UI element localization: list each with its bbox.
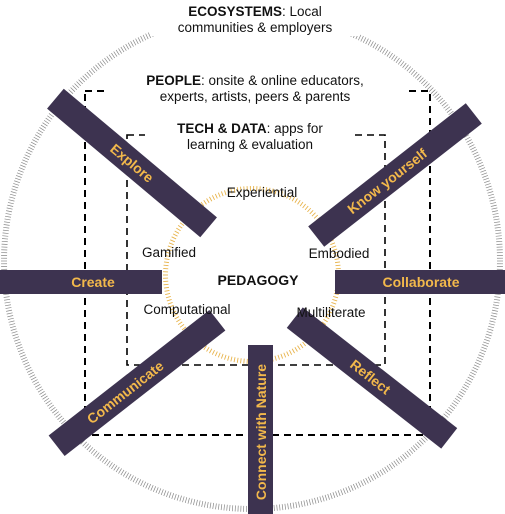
spoke-collaborate: Collaborate	[335, 270, 505, 294]
spoke-label-communicate: Communicate	[84, 357, 167, 427]
tech-desc-2: learning & evaluation	[186, 137, 314, 153]
people-desc-1: : onsite & online educators,	[200, 73, 364, 88]
spoke-connect-with-nature: Connect with Nature	[248, 345, 273, 514]
spoke-label-create: Create	[71, 274, 115, 290]
spoke-create: Create	[0, 270, 162, 294]
ecosystems-label: ECOSYSTEMS: Local communities & employer…	[150, 4, 360, 37]
pedagogy-experiential: Experiential	[227, 185, 298, 200]
ecosystems-desc-2: communities & employers	[177, 20, 333, 36]
pedagogy-computational: Computational	[143, 302, 230, 317]
ecosystems-desc-1: : Local	[282, 4, 322, 19]
people-title: PEOPLE	[146, 73, 201, 88]
spoke-label-connect-with-nature: Connect with Nature	[253, 364, 269, 500]
pedagogy-label: PEDAGOGY	[218, 272, 300, 288]
people-label: PEOPLE: onsite & online educators, exper…	[105, 73, 405, 106]
pedagogy-gamified: Gamified	[142, 245, 196, 260]
tech-label: TECH & DATA: apps for learning & evaluat…	[145, 121, 355, 154]
spoke-label-know-yourself: Know yourself	[344, 145, 430, 217]
spoke-communicate: Communicate	[48, 309, 226, 457]
tech-desc-1: : apps for	[266, 121, 323, 136]
spoke-explore: Explore	[47, 88, 217, 238]
ecosystems-title: ECOSYSTEMS	[188, 4, 282, 19]
pedagogy-multiliterate: Multiliterate	[296, 305, 365, 320]
spoke-label-collaborate: Collaborate	[382, 274, 459, 290]
tech-title: TECH & DATA	[177, 121, 267, 136]
spoke-reflect: Reflect	[286, 307, 458, 449]
people-desc-2: experts, artists, peers & parents	[159, 89, 351, 105]
pedagogy-embodied: Embodied	[309, 246, 370, 261]
